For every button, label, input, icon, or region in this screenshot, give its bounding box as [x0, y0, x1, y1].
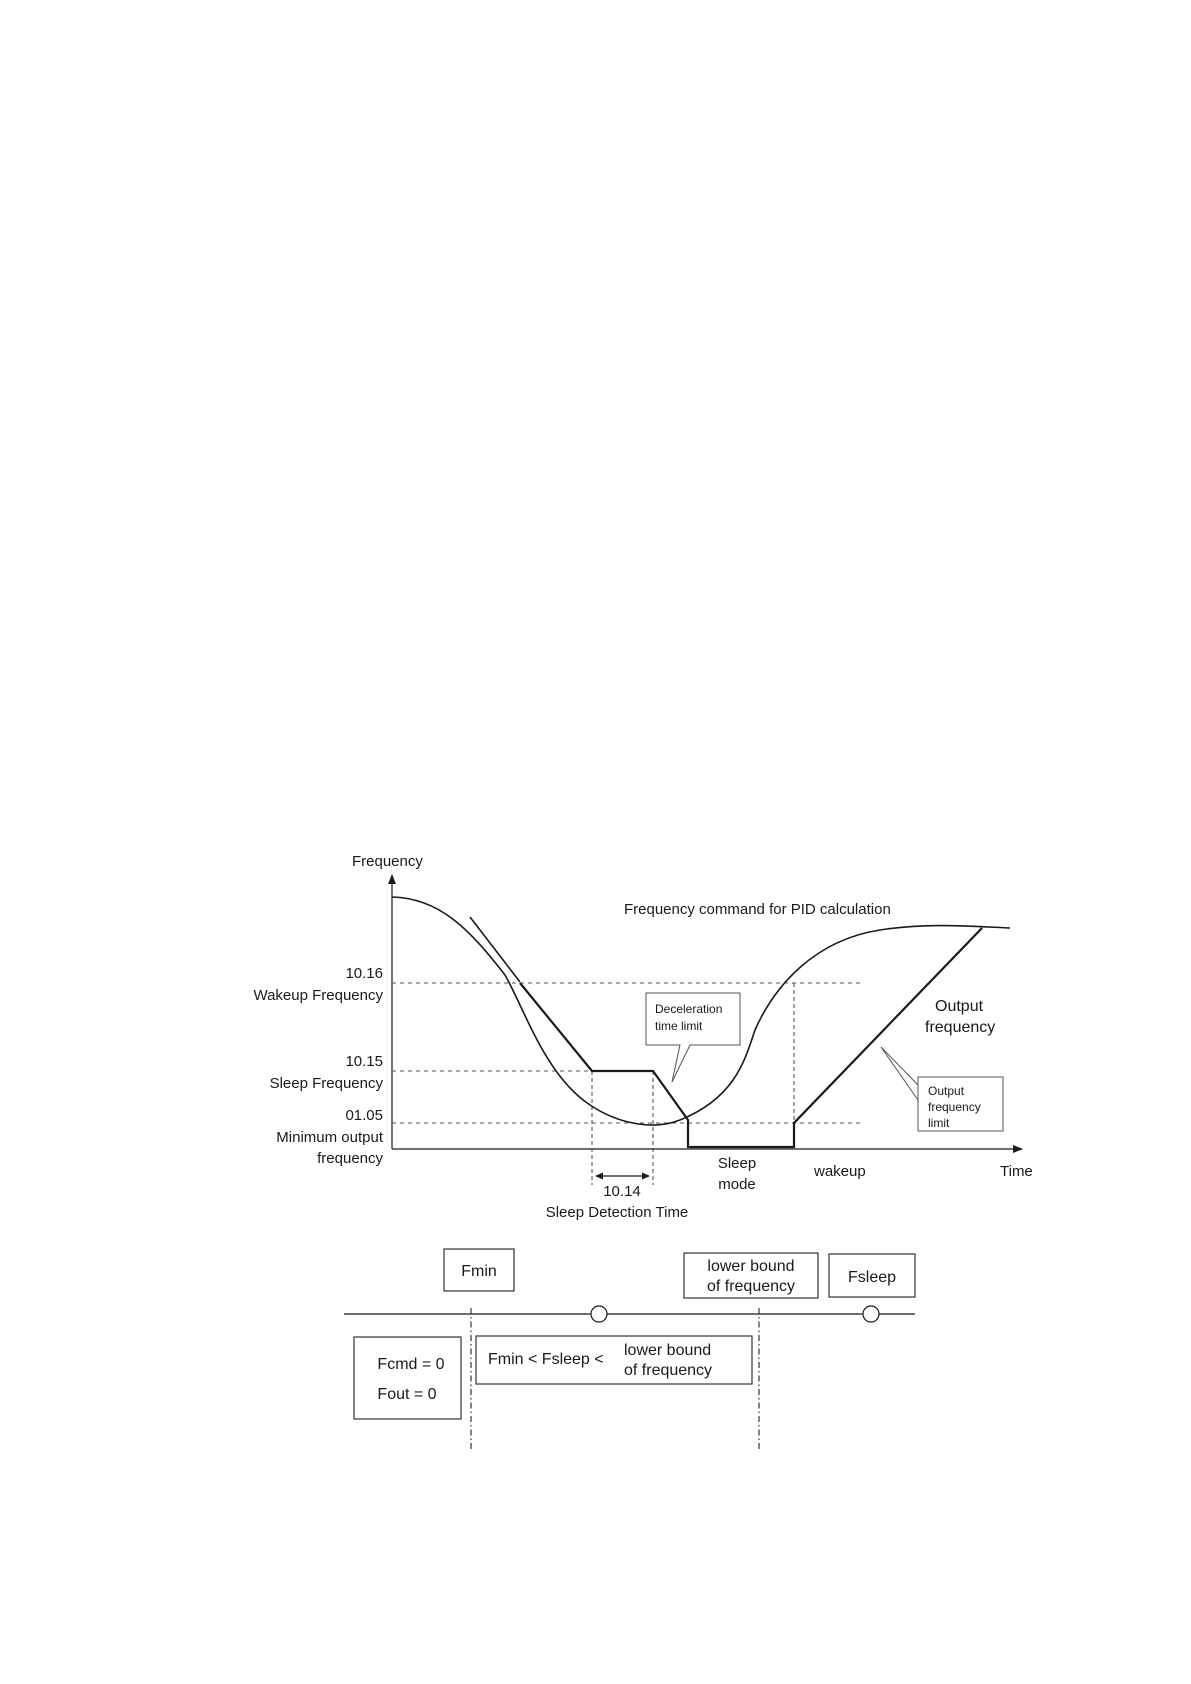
x-axis-label: Time [1000, 1163, 1033, 1180]
wakeup-name: Wakeup Frequency [253, 987, 383, 1004]
fsleep-label: Fsleep [848, 1269, 896, 1286]
sleep-name: Sleep Frequency [270, 1075, 384, 1092]
sleep-mode-label-2: mode [718, 1176, 756, 1193]
lower-bound-line-2: of frequency [707, 1278, 795, 1295]
limit-callout-line-3: limit [928, 1116, 950, 1130]
fcmd-label: Fcmd = 0 [377, 1356, 444, 1373]
sleep-range-box [475, 1335, 753, 1385]
decel-callout-line-2: time limit [655, 1019, 703, 1033]
fout-label: Fout = 0 [377, 1386, 436, 1403]
wakeup-label: wakeup [813, 1163, 866, 1180]
tangent-mark [469, 916, 521, 983]
wakeup-code: 10.16 [345, 965, 383, 982]
fmin-label: Fmin [461, 1263, 497, 1280]
detect-code: 10.14 [603, 1183, 641, 1200]
min-code: 01.05 [345, 1107, 383, 1124]
decel-callout [645, 992, 741, 1083]
min-name-line-1: Minimum output [276, 1129, 384, 1146]
pid-label: Frequency command for PID calculation [624, 901, 891, 918]
sleep-mode-label-1: Sleep [718, 1155, 756, 1172]
limit-callout-line-1: Output [928, 1084, 965, 1098]
decel-callout-line-1: Deceleration [655, 1002, 722, 1016]
y-axis-label: Frequency [352, 853, 423, 870]
output-frequency-label-2: frequency [925, 1019, 995, 1036]
limit-callout-pointer-2 [880, 1046, 919, 1101]
fsleep-box [828, 1253, 916, 1298]
pid-command-curve [391, 896, 1011, 1126]
fmin-box [443, 1248, 515, 1292]
fcmd-fout-box [353, 1336, 462, 1420]
lower-bound-line-1: lower bound [707, 1258, 794, 1275]
sleep-code: 10.15 [345, 1053, 383, 1070]
output-frequency-curve [519, 927, 983, 1149]
sleep-range-left: Fmin < Fsleep < [488, 1351, 604, 1368]
lower-bound-box [683, 1252, 819, 1299]
output-frequency-label-1: Output [935, 998, 984, 1015]
sleep-range-right-1: lower bound [624, 1342, 711, 1359]
sleep-range-right-2: of frequency [624, 1362, 712, 1379]
detect-name: Sleep Detection Time [546, 1204, 689, 1221]
min-name-line-2: frequency [317, 1150, 383, 1167]
scale-marker-fsleep [862, 1305, 880, 1323]
limit-callout-line-2: frequency [928, 1100, 981, 1114]
limit-callout-box [917, 1076, 1004, 1132]
scale-marker-mid [590, 1305, 608, 1323]
limit-callout-pointer-1 [880, 1046, 919, 1086]
